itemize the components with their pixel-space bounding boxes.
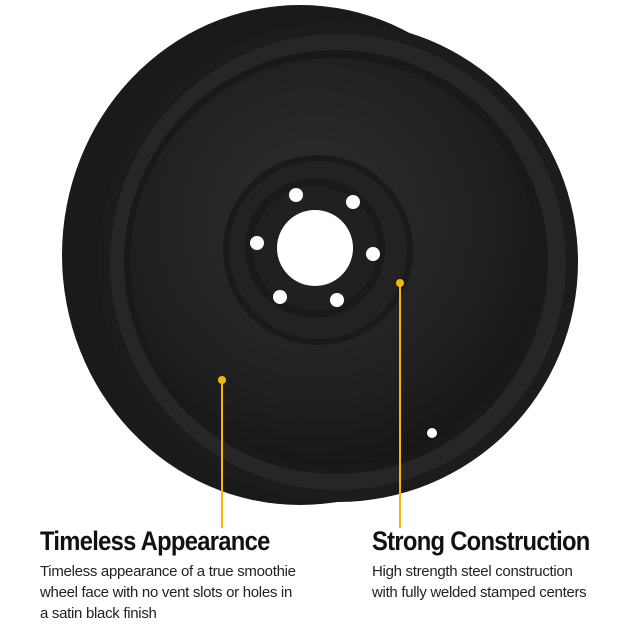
callout-timeless	[218, 376, 226, 528]
feature-timeless-appearance: Timeless Appearance Timeless appearance …	[40, 526, 301, 624]
description-line: with fully welded stamped centers	[372, 584, 587, 601]
lug-holes	[250, 188, 380, 307]
description-line: Timeless appearance of a true smoothie	[40, 563, 296, 580]
callout-strong	[396, 279, 404, 528]
feature-title: Timeless Appearance	[40, 526, 270, 556]
description-line: a satin black finish	[40, 605, 157, 622]
center-bore	[277, 210, 353, 286]
description-line: wheel face with no vent slots or holes i…	[40, 584, 293, 601]
feature-description: Timeless appearance of a true smoothie w…	[40, 561, 301, 624]
description-line: High strength steel construction	[372, 563, 573, 580]
feature-title: Strong Construction	[372, 526, 590, 556]
feature-strong-construction: Strong Construction High strength steel …	[372, 526, 619, 603]
feature-description: High strength steel construction with fu…	[372, 561, 619, 603]
valve-stem-hole	[427, 428, 437, 438]
